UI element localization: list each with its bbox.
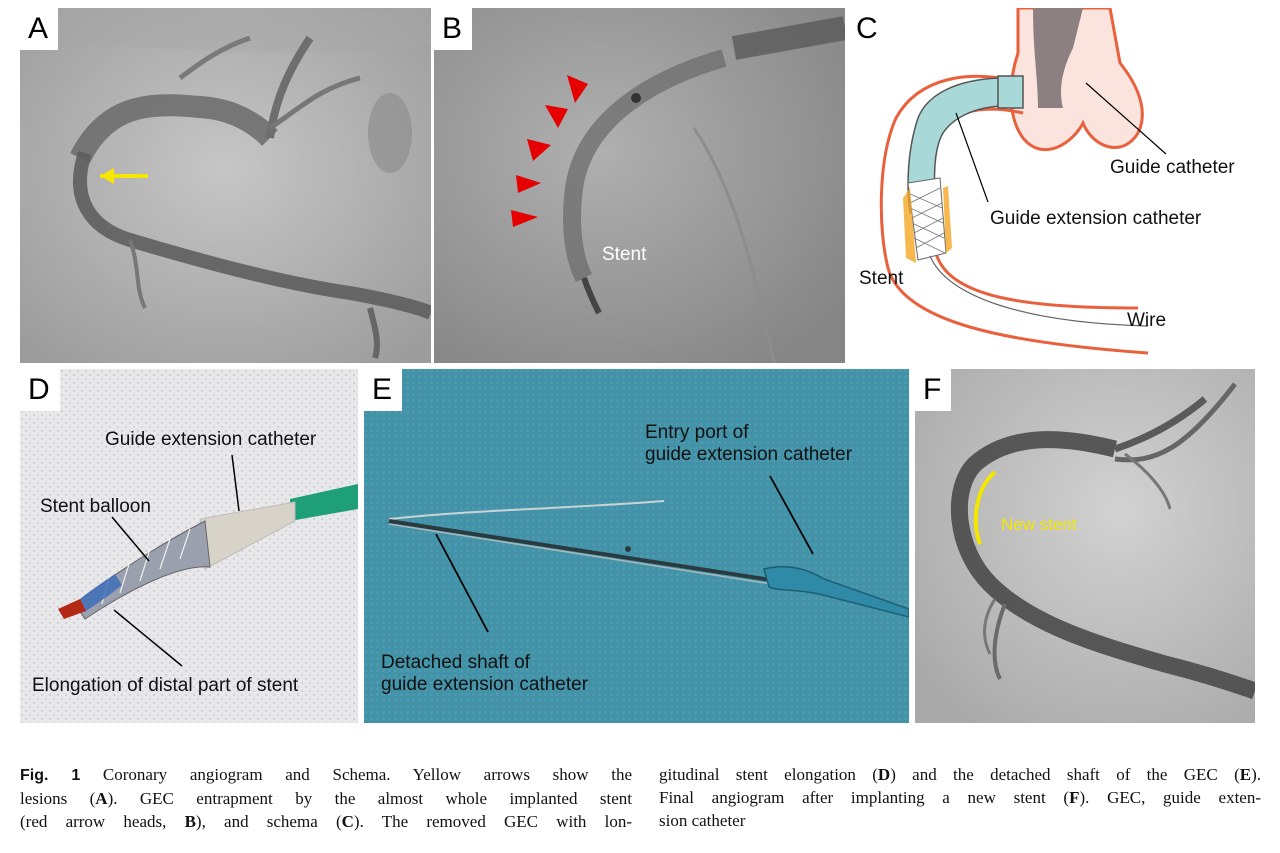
removed-gec-photo bbox=[20, 369, 358, 723]
red-arrowhead bbox=[527, 139, 551, 161]
guide-extension-catheter-label: Guide extension catheter bbox=[105, 429, 317, 450]
panel-f-angiogram: F New stent bbox=[915, 369, 1255, 723]
caption-line: sion catheter bbox=[659, 811, 746, 830]
panel-letter-f: F bbox=[915, 369, 952, 411]
panel-letter-c: C bbox=[848, 8, 888, 50]
vessel-wall-outer bbox=[879, 74, 1149, 355]
red-arrowhead bbox=[511, 210, 538, 227]
caption-line: Fig. 1 Coronary angiogram and Schema. Ye… bbox=[20, 765, 632, 784]
detached-shaft-label: Detached shaft of guide extension cathet… bbox=[381, 652, 588, 696]
leader-detached-shaft bbox=[435, 533, 489, 633]
caption-line: gitudinal stent elongation (D) and the d… bbox=[659, 765, 1261, 784]
panel-d-photo: D Guide extension catheter Stent balloon… bbox=[20, 369, 358, 723]
angiogram-a-image bbox=[20, 8, 431, 363]
leader-elongation bbox=[113, 609, 183, 667]
red-arrowhead bbox=[516, 175, 541, 193]
guide-extension-sleeve bbox=[199, 501, 296, 570]
panel-letter-b: B bbox=[434, 8, 473, 50]
leader-stent-balloon bbox=[111, 516, 150, 562]
figure-label: Fig. 1 bbox=[20, 767, 81, 784]
stent-label: Stent bbox=[602, 244, 647, 265]
schema-diagram bbox=[879, 8, 1167, 355]
leader-entry-port bbox=[769, 475, 814, 555]
figure-caption-left: Fig. 1 Coronary angiogram and Schema. Ye… bbox=[20, 763, 632, 833]
leader-guide-catheter bbox=[1085, 82, 1167, 155]
panel-letter-d: D bbox=[20, 369, 60, 411]
guide-catheter-tip bbox=[1033, 8, 1083, 108]
detached-shaft bbox=[388, 519, 785, 584]
caption-line: lesions (A). GEC entrapment by the almos… bbox=[20, 789, 632, 808]
detached-shaft-line-1: Detached shaft of bbox=[381, 652, 530, 673]
red-arrowheads bbox=[511, 75, 588, 227]
balloon-tip bbox=[58, 599, 86, 619]
figure-caption-right: gitudinal stent elongation (D) and the d… bbox=[659, 763, 1261, 832]
detached-shaft-photo bbox=[364, 369, 909, 723]
guide-catheter-label: Guide catheter bbox=[1110, 157, 1235, 178]
entry-port-label: Entry port of guide extension catheter bbox=[645, 422, 852, 466]
panel-letter-e: E bbox=[364, 369, 403, 411]
caption-line: (red arrow heads, B), and schema (C). Th… bbox=[20, 812, 633, 831]
panel-c-schema: C Guide catheter Guide extension cathete… bbox=[848, 8, 1262, 363]
panel-b-angiogram: B Stent bbox=[434, 8, 845, 363]
entry-port-line-2: guide extension catheter bbox=[645, 444, 853, 465]
panel-letter-a: A bbox=[20, 8, 59, 50]
detached-shaft-line-2: guide extension catheter bbox=[381, 674, 589, 695]
balloon-blue bbox=[80, 574, 122, 611]
green-catheter-body bbox=[290, 484, 358, 521]
guide-wire bbox=[929, 255, 1149, 327]
panel-e-photo: E Entry port of guide extension catheter… bbox=[364, 369, 909, 723]
new-stent-label: New stent bbox=[1001, 515, 1077, 534]
stent-label: Stent bbox=[859, 268, 904, 289]
red-arrowhead bbox=[567, 75, 588, 103]
guide-extension-catheter-label: Guide extension catheter bbox=[990, 208, 1202, 229]
caption-line: Final angiogram after implanting a new s… bbox=[659, 788, 1262, 807]
leader-guide-extension bbox=[231, 454, 240, 512]
leader-guide-extension bbox=[955, 112, 989, 203]
angiogram-b-image bbox=[434, 8, 845, 363]
panel-a-angiogram: A bbox=[20, 8, 431, 363]
stent-balloon-label: Stent balloon bbox=[40, 496, 151, 517]
elongation-label: Elongation of distal part of stent bbox=[32, 675, 299, 696]
entry-port-line-1: Entry port of bbox=[645, 422, 749, 443]
wire-label: Wire bbox=[1127, 310, 1167, 331]
yellow-stent-marker bbox=[973, 470, 997, 545]
angiogram-f-image bbox=[915, 369, 1255, 723]
yellow-arrow-head bbox=[100, 168, 114, 184]
entry-port bbox=[763, 565, 909, 618]
red-arrowhead bbox=[545, 105, 568, 128]
